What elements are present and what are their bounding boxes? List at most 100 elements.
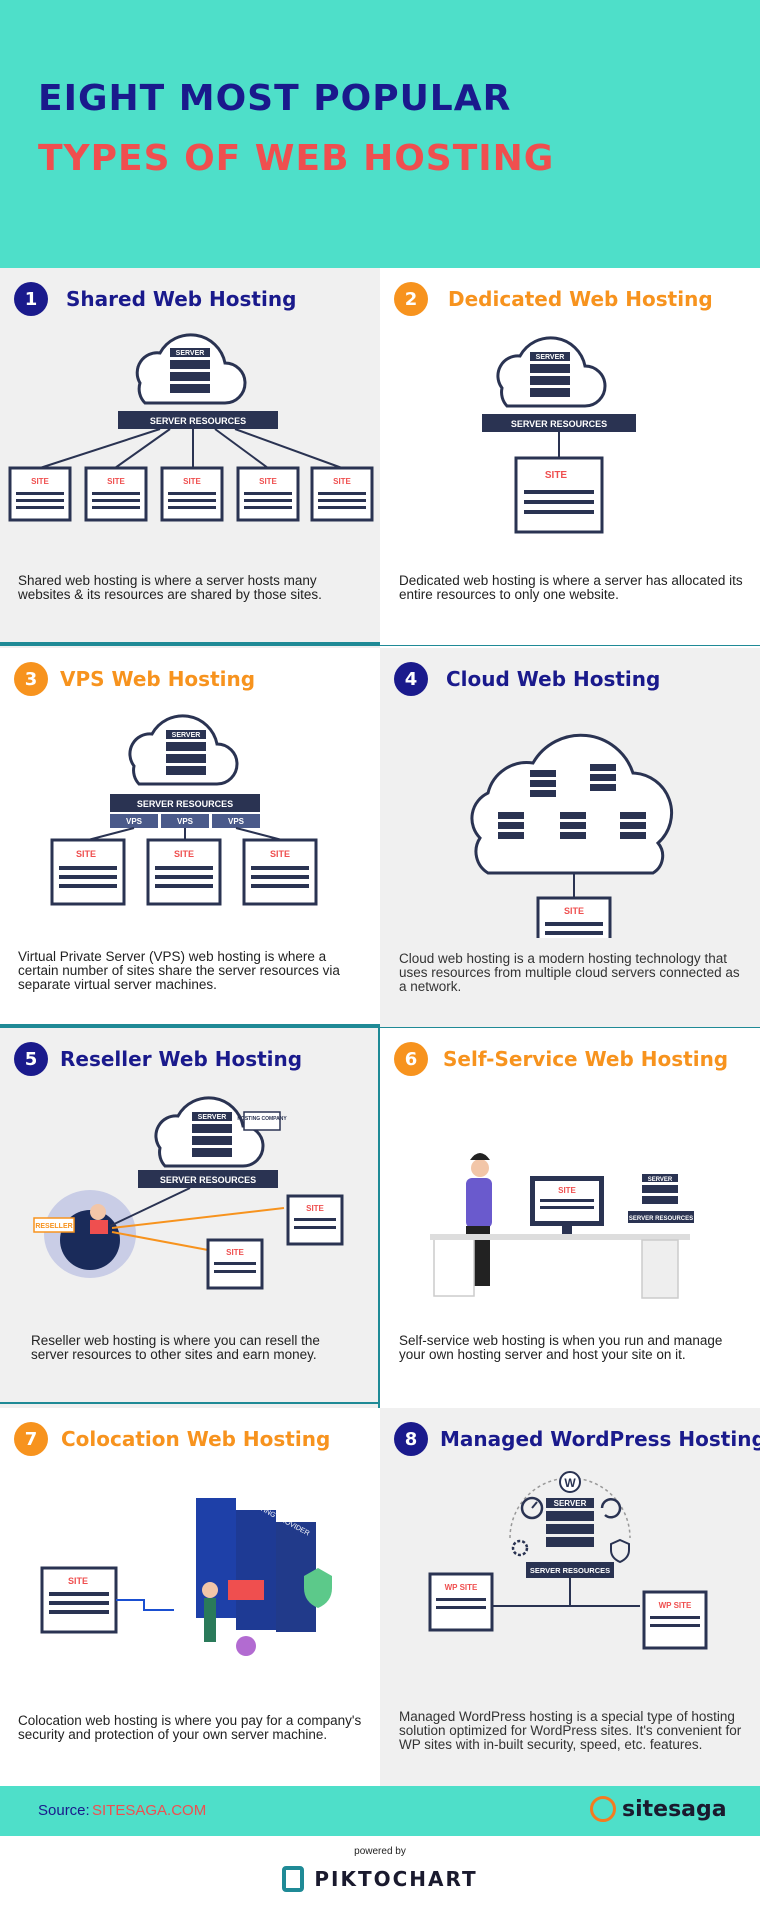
server-resources-label: SERVER RESOURCES [511, 419, 607, 429]
colocation-hosting-illustration: SITE COLOCATION HOSTING PROVIDER [40, 1476, 332, 1656]
piktochart-logo[interactable]: PIKTOCHART [0, 1866, 760, 1892]
card-number: 2 [394, 282, 428, 316]
card-number: 7 [14, 1422, 48, 1456]
refresh-icon [600, 1498, 622, 1519]
svg-text:SITE: SITE [259, 477, 277, 486]
card-managed-wordpress-hosting: 8 Managed WordPress Hosting W SERVER SER… [380, 1408, 760, 1788]
card-title: Self-Service Web Hosting [443, 1047, 729, 1071]
card-description: Self-service web hosting is when you run… [399, 1333, 723, 1362]
server-resources-label: SERVER RESOURCES [629, 1216, 693, 1222]
card-title: Dedicated Web Hosting [448, 287, 713, 311]
site-window: SITE [160, 466, 224, 522]
card-number: 4 [394, 662, 428, 696]
divider [0, 642, 380, 646]
piktochart-icon [282, 1866, 305, 1892]
card-description: Managed WordPress hosting is a special t… [399, 1709, 742, 1752]
svg-text:SITE: SITE [226, 1248, 244, 1257]
divider [380, 1027, 760, 1028]
card-title: Reseller Web Hosting [60, 1047, 303, 1071]
title-line-1: EIGHT MOST POPULAR [38, 78, 512, 119]
site-window: SITE [310, 466, 374, 522]
server-resources-label: SERVER RESOURCES [137, 799, 233, 809]
card-title: Colocation Web Hosting [61, 1427, 331, 1451]
source-link[interactable]: SITESAGA.COM [92, 1802, 207, 1819]
server-label: SERVER [176, 350, 205, 357]
svg-text:SITE: SITE [76, 849, 96, 859]
divider [0, 1024, 380, 1028]
server-label: SERVER [536, 354, 565, 361]
card-title: Shared Web Hosting [66, 287, 297, 311]
card-title: Managed WordPress Hosting [440, 1427, 760, 1451]
brand-logo: sitesaga [590, 1796, 727, 1822]
server-resources-label: SERVER RESOURCES [160, 1175, 256, 1185]
svg-text:SITE: SITE [270, 849, 290, 859]
card-title: VPS Web Hosting [60, 667, 256, 691]
site-window: SITE [146, 838, 222, 906]
server-resources-label: SERVER RESOURCES [150, 416, 246, 426]
site-window: SITE [8, 466, 72, 522]
server-label: SERVER [648, 1177, 673, 1183]
piktochart-name: PIKTOCHART [314, 1867, 478, 1891]
card-colocation-hosting: 7 Colocation Web Hosting SITE COLOCATION… [0, 1408, 380, 1788]
shield-icon [610, 1538, 630, 1564]
site-window: SITE [84, 466, 148, 522]
card-dedicated-hosting: 2 Dedicated Web Hosting SERVER SERVER RE… [380, 268, 760, 648]
server-label: SERVER [198, 1114, 227, 1121]
sitesaga-logo-icon [590, 1796, 616, 1822]
svg-text:SITE: SITE [68, 1576, 88, 1586]
divider [380, 645, 760, 646]
server-label: SERVER [554, 1499, 587, 1508]
site-window: SITE [536, 896, 612, 938]
card-number: 3 [14, 662, 48, 696]
powered-by-label: powered by [354, 1846, 406, 1857]
site-window: SITE [40, 1566, 118, 1634]
card-description: Dedicated web hosting is where a server … [399, 573, 743, 602]
cloud-hosting-illustration: SITE [470, 733, 674, 938]
card-reseller-hosting: 5 Reseller Web Hosting SERVER HOSTING CO… [0, 1028, 380, 1408]
reseller-hosting-illustration: SERVER HOSTING COMPANY SERVER RESOURCES … [33, 1096, 344, 1290]
footer-bar: Source: SITESAGA.COM sitesaga [0, 1786, 760, 1836]
card-vps-hosting: 3 VPS Web Hosting SERVER SERVER RESOURCE… [0, 648, 380, 1028]
svg-text:SITE: SITE [564, 906, 584, 916]
card-number: 6 [394, 1042, 428, 1076]
svg-text:W: W [564, 1476, 576, 1490]
site-window: SITE [50, 838, 126, 906]
server-label: SERVER [172, 732, 201, 739]
svg-text:SITE: SITE [107, 477, 125, 486]
svg-text:SITE: SITE [183, 477, 201, 486]
card-cloud-hosting: 4 Cloud Web Hosting SITE Cloud web hosti… [380, 648, 760, 1028]
divider [378, 1028, 380, 1408]
wp-site-window: WP SITE [642, 1590, 708, 1650]
svg-text:WP SITE: WP SITE [659, 1601, 692, 1610]
dedicated-hosting-illustration: SERVER SERVER RESOURCES SITE [482, 336, 636, 534]
card-description: Virtual Private Server (VPS) web hosting… [18, 949, 340, 992]
svg-text:SITE: SITE [333, 477, 351, 486]
card-description: Colocation web hosting is where you pay … [18, 1713, 362, 1742]
speed-gauge-icon [520, 1496, 544, 1520]
svg-text:SITE: SITE [545, 470, 568, 481]
server-resources-label: SERVER RESOURCES [530, 1566, 610, 1575]
svg-text:SITE: SITE [174, 849, 194, 859]
wp-site-window: WP SITE [428, 1572, 494, 1632]
site-window: SITE [236, 466, 300, 522]
card-description: Shared web hosting is where a server hos… [18, 573, 322, 602]
hosting-company-label: HOSTING COMPANY [237, 1116, 287, 1122]
site-window: SITE [514, 456, 604, 534]
vps-hosting-illustration: SERVER SERVER RESOURCES VPS VPS VPS SITE… [50, 714, 318, 906]
svg-text:SITE: SITE [31, 477, 49, 486]
gear-icon [511, 1539, 529, 1557]
card-self-service-hosting: 6 Self-Service Web Hosting SITE SERVER S… [380, 1028, 760, 1408]
card-shared-hosting: 1 Shared Web Hosting SERVER SERVER RESOU… [0, 268, 380, 648]
card-description: Reseller web hosting is where you can re… [31, 1333, 320, 1362]
card-description: Cloud web hosting is a modern hosting te… [399, 951, 740, 994]
title-line-2: TYPES OF WEB HOSTING [38, 138, 555, 179]
site-window: SITE [206, 1238, 264, 1290]
card-number: 1 [14, 282, 48, 316]
card-number: 5 [14, 1042, 48, 1076]
site-label: SITE [558, 1186, 576, 1195]
reseller-label: RESELLER [35, 1223, 72, 1230]
source-label: Source: [38, 1802, 90, 1819]
vps-label: VPS [126, 817, 143, 826]
wordpress-icon: W [559, 1471, 581, 1493]
vps-label: VPS [177, 817, 194, 826]
